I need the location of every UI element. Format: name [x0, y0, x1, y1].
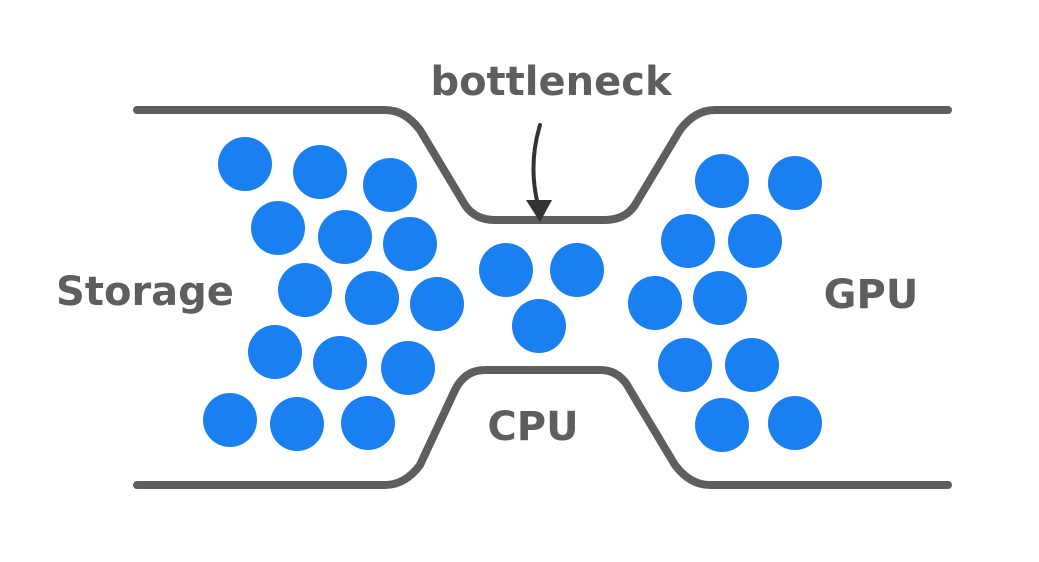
pipe-top-wall — [133, 106, 952, 224]
data-ball — [318, 210, 372, 264]
data-ball — [383, 217, 437, 271]
gpu-label: GPU — [824, 272, 919, 318]
data-ball — [695, 154, 749, 208]
data-ball — [218, 137, 272, 191]
data-ball — [293, 145, 347, 199]
data-ball — [278, 263, 332, 317]
storage-ball-cluster — [203, 137, 464, 451]
bottleneck-arrow-head — [526, 200, 552, 222]
data-ball — [203, 393, 257, 447]
data-ball — [695, 398, 749, 452]
data-ball — [251, 201, 305, 255]
data-ball — [479, 243, 533, 297]
data-ball — [363, 158, 417, 212]
gpu-ball-cluster — [628, 154, 822, 452]
data-ball — [768, 396, 822, 450]
data-ball — [550, 243, 604, 297]
data-ball — [512, 299, 566, 353]
data-ball — [381, 341, 435, 395]
data-ball — [725, 338, 779, 392]
data-ball — [345, 271, 399, 325]
bottleneck-arrow-line — [531, 123, 542, 207]
pipe-bottom-wall — [133, 366, 952, 489]
data-ball — [248, 325, 302, 379]
data-ball — [341, 396, 395, 450]
data-ball — [768, 156, 822, 210]
data-ball — [658, 338, 712, 392]
data-ball — [410, 277, 464, 331]
data-ball — [728, 214, 782, 268]
cpu-label: CPU — [487, 404, 578, 450]
bottleneck-label: bottleneck — [430, 59, 673, 105]
data-ball — [313, 336, 367, 390]
data-ball — [628, 276, 682, 330]
data-ball — [270, 397, 324, 451]
bottleneck-ball-cluster — [479, 243, 604, 353]
data-ball — [661, 214, 715, 268]
storage-label: Storage — [56, 269, 234, 315]
data-ball — [693, 271, 747, 325]
